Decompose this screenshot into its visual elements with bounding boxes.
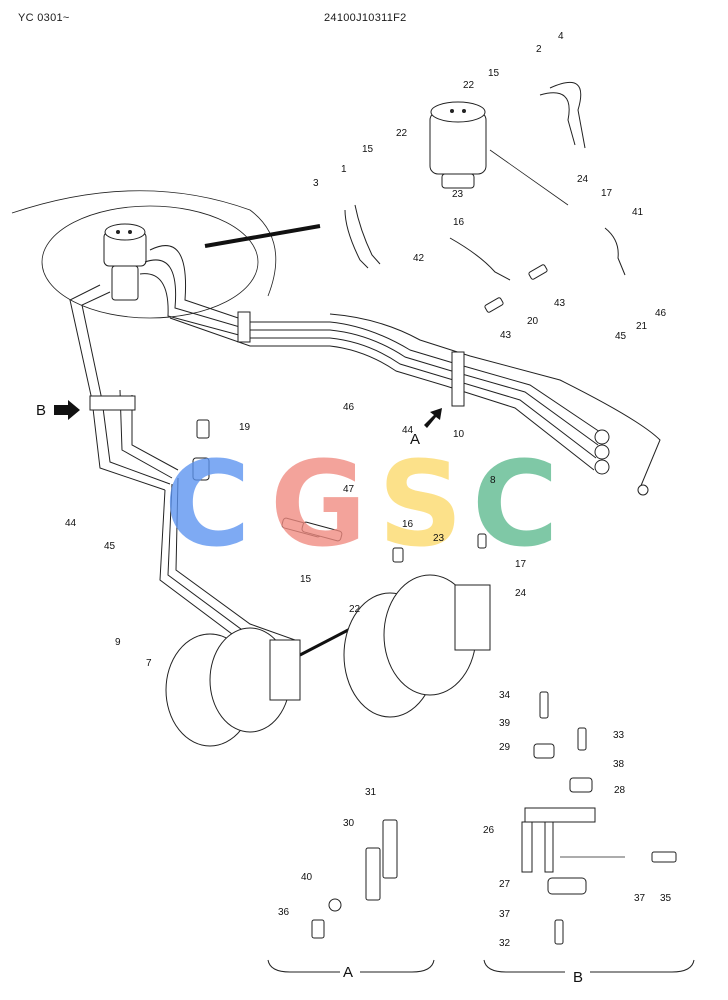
- pipe-41: [604, 227, 626, 276]
- callout-label: 27: [499, 879, 511, 890]
- callout-label: 20: [527, 316, 539, 327]
- callout-label: 29: [499, 742, 511, 753]
- callout-label: 15: [362, 144, 374, 155]
- callout-label: 42: [413, 253, 425, 264]
- section-label-a: A: [343, 964, 353, 981]
- detail-pointer-arrow-top: [204, 224, 321, 248]
- detail-a-bracket: [267, 819, 435, 973]
- callout-label: 26: [483, 825, 495, 836]
- callout-label: 3: [313, 178, 319, 189]
- small-fittings: [192, 264, 548, 563]
- callout-label: 22: [396, 128, 408, 139]
- callout-label: 46: [655, 308, 667, 319]
- hose-end-fittings-right: [594, 429, 649, 496]
- callout-label: 15: [300, 574, 312, 585]
- callout-label: 34: [499, 690, 511, 701]
- callout-label: 44: [402, 425, 414, 436]
- drawing-number-label: 24100J10311F2: [324, 12, 407, 24]
- callout-label: 41: [632, 207, 644, 218]
- callout-label: 37: [499, 909, 511, 920]
- callout-label: 17: [515, 559, 527, 570]
- view-marker-a: A: [410, 431, 420, 448]
- callout-label: 24: [515, 588, 527, 599]
- view-marker-b: B: [36, 402, 46, 419]
- swing-bearing-outline: [11, 190, 277, 297]
- callout-label: 7: [146, 658, 152, 669]
- callout-label: 22: [463, 80, 475, 91]
- view-arrow-a: A: [410, 408, 442, 448]
- callout-label: 4: [558, 31, 564, 42]
- center-swivel-joint-exploded: [429, 101, 487, 189]
- callout-label: 43: [500, 330, 512, 341]
- hose-4: [549, 81, 586, 149]
- callout-label: 36: [278, 907, 290, 918]
- callout-label: 38: [613, 759, 625, 770]
- callout-label: 44: [65, 518, 77, 529]
- callout-label: 47: [343, 484, 355, 495]
- callout-label: 16: [402, 519, 414, 530]
- hose-3: [344, 209, 369, 269]
- callout-label: 28: [614, 785, 626, 796]
- callout-label: 17: [601, 188, 613, 199]
- callout-label: 24: [577, 174, 589, 185]
- hose-bundle-upper: [139, 245, 661, 489]
- callout-label: 15: [488, 68, 500, 79]
- callout-label: 37: [634, 893, 646, 904]
- callout-label: 23: [433, 533, 445, 544]
- callout-label: 39: [499, 718, 511, 729]
- callout-label: 22: [349, 604, 361, 615]
- callout-label: 40: [301, 872, 313, 883]
- clamp-block-upper: [237, 311, 251, 343]
- callout-label: 16: [453, 217, 465, 228]
- callout-label: 46: [343, 402, 355, 413]
- watermark-letter: C: [164, 435, 251, 573]
- callout-label: 43: [554, 298, 566, 309]
- callout-label: 8: [490, 475, 496, 486]
- callout-label: 31: [365, 787, 377, 798]
- callout-label: 2: [536, 44, 542, 55]
- callout-label: 9: [115, 637, 121, 648]
- hose-2: [539, 92, 576, 146]
- center-swivel-joint-main: [103, 223, 147, 301]
- turntable-ellipse: [41, 205, 259, 319]
- clamp-block-a: [451, 351, 465, 407]
- callout-label: 23: [452, 189, 464, 200]
- section-label-b: B: [573, 969, 583, 986]
- watermark-letter: G: [270, 435, 367, 573]
- callout-label: 19: [239, 422, 251, 433]
- callout-label: 33: [613, 730, 625, 741]
- travel-motor-left: [165, 627, 301, 747]
- callout-label: 10: [453, 429, 465, 440]
- watermark-letter: C: [472, 435, 559, 573]
- leader-line: [489, 149, 569, 206]
- callout-label: 21: [636, 321, 648, 332]
- detail-b-bracket: [483, 691, 695, 973]
- callout-label: 35: [660, 893, 672, 904]
- clamp-block-b: [89, 395, 136, 411]
- watermark-letter: S: [378, 435, 463, 573]
- hose-1: [354, 204, 381, 265]
- callout-label: 45: [104, 541, 116, 552]
- callout-label: 30: [343, 818, 355, 829]
- detail-pointer-arrow-bottom: [299, 626, 353, 657]
- pipe-42: [449, 237, 511, 281]
- callout-label: 1: [341, 164, 347, 175]
- callout-label: 45: [615, 331, 627, 342]
- view-arrow-b: B: [36, 400, 80, 420]
- model-code-label: YC 0301~: [18, 12, 70, 24]
- travel-motor-right: [343, 574, 491, 718]
- callout-label: 32: [499, 938, 511, 949]
